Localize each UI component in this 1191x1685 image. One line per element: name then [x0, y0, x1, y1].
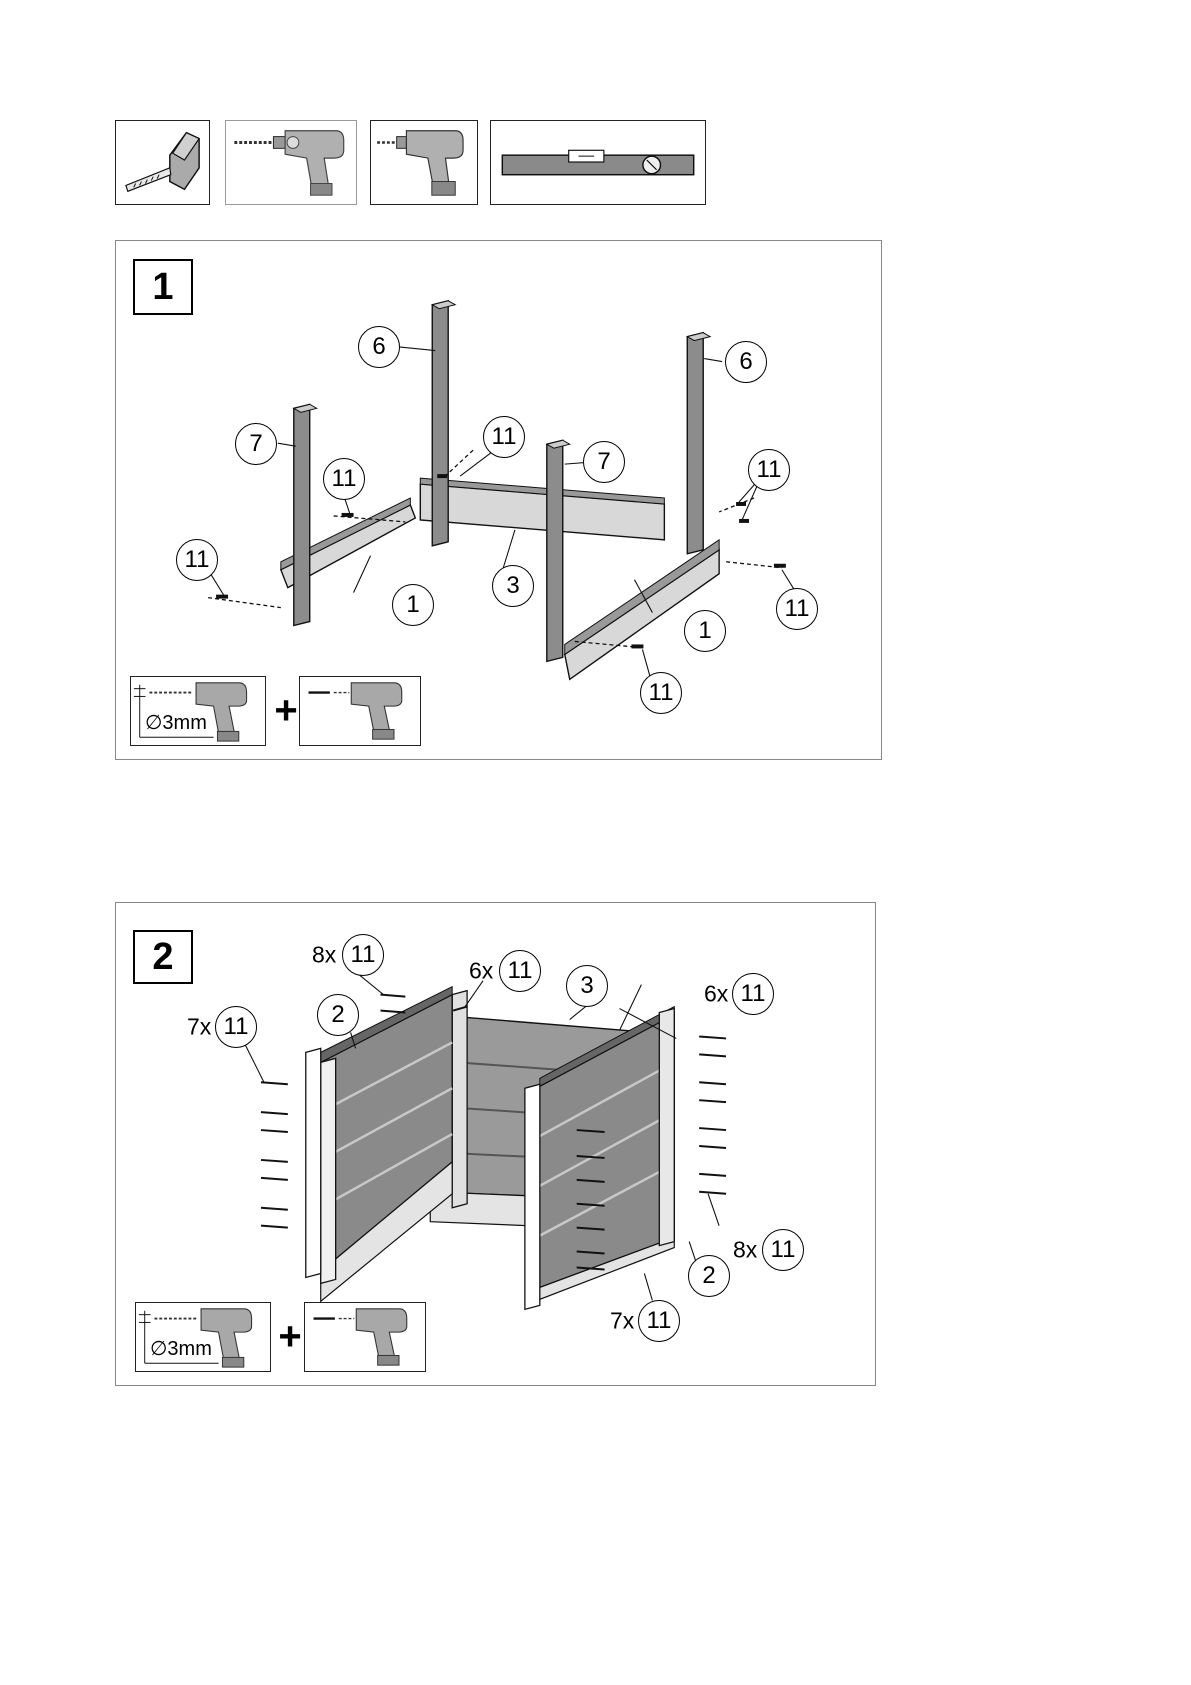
part-label-post-front-right: 7 — [583, 441, 625, 483]
step-1-panel: 1 6 6 7 7 11 11 11 11 11 11 1 1 3 ∅3mm + — [115, 240, 882, 760]
part-label-side-left: 2 — [317, 994, 359, 1036]
post-back-right — [687, 333, 710, 554]
step-number: 2 — [133, 930, 193, 984]
part-label-post-back-right: 6 — [725, 341, 767, 383]
quantity-label: 6x — [469, 958, 493, 985]
part-label-screw: 11 — [732, 973, 774, 1015]
part-label-screw: 11 — [342, 934, 384, 976]
part-label-screw: 11 — [499, 950, 541, 992]
part-label-back-board: 3 — [492, 565, 534, 607]
quantity-label: 8x — [733, 1237, 757, 1264]
screw-drive-instruction — [304, 1302, 426, 1372]
part-label-rail-left: 1 — [392, 584, 434, 626]
tape-measure-icon — [115, 120, 210, 205]
plus-sign: + — [278, 1315, 301, 1360]
part-label-screw: 11 — [483, 416, 525, 458]
quantity-label: 6x — [704, 981, 728, 1008]
quantity-label: 7x — [187, 1014, 211, 1041]
cordless-drill-icon — [370, 120, 478, 205]
quantity-label: 8x — [312, 942, 336, 969]
part-label-post-back-left: 6 — [358, 326, 400, 368]
pre-drill-instruction: ∅3mm — [130, 676, 266, 746]
part-label-screw: 11 — [762, 1229, 804, 1271]
step-number: 1 — [133, 259, 193, 315]
part-label-screw: 11 — [176, 539, 218, 581]
screw-drive-instruction — [299, 676, 421, 746]
part-label-back-board: 3 — [566, 965, 608, 1007]
part-label-screw: 11 — [638, 1300, 680, 1342]
hammer-drill-icon — [225, 120, 357, 205]
part-label-rail-right: 1 — [684, 610, 726, 652]
post-front-right — [547, 440, 570, 661]
part-label-post-front-left: 7 — [235, 423, 277, 465]
post-front-left — [294, 404, 317, 625]
part-label-screw: 11 — [748, 449, 790, 491]
quantity-label: 7x — [610, 1308, 634, 1335]
part-label-screw: 11 — [323, 458, 365, 500]
step-2-panel: 2 8x 11 6x 11 3 6x 11 2 7x 11 8x 11 2 7x… — [115, 902, 876, 1386]
pre-drill-instruction: ∅3mm — [135, 1302, 271, 1372]
part-label-screw: 11 — [215, 1006, 257, 1048]
drill-diameter: ∅3mm — [145, 710, 207, 735]
part-label-screw: 11 — [776, 588, 818, 630]
part-label-side-right: 2 — [688, 1255, 730, 1297]
spirit-level-icon — [490, 120, 706, 205]
part-label-screw: 11 — [640, 672, 682, 714]
plus-sign: + — [274, 689, 297, 734]
drill-diameter: ∅3mm — [150, 1336, 212, 1361]
